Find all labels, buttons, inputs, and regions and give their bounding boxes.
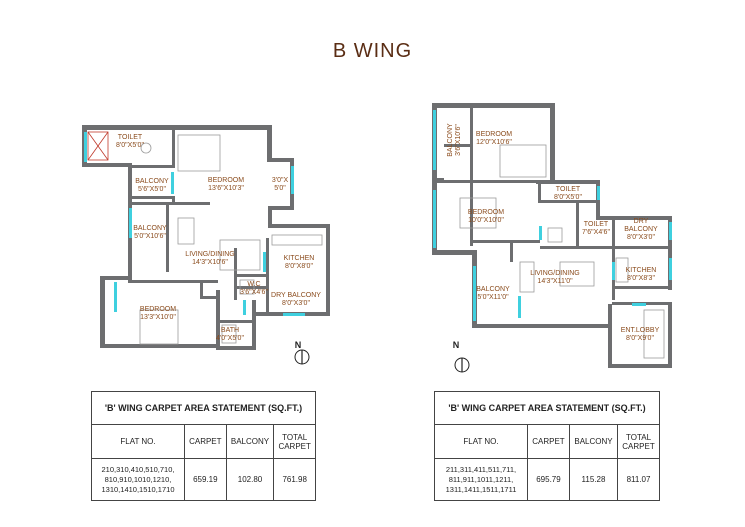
- carpet-area-table-left: 'B' WING CARPET AREA STATEMENT (SQ.FT.) …: [91, 391, 316, 501]
- bedroom-label: BEDROOM: [208, 177, 244, 184]
- balcony-value: 102.80: [225, 458, 275, 501]
- col-balcony: BALCONY: [568, 424, 619, 459]
- flat-numbers: 211,311,411,511,711,811,911,1011,1211,13…: [434, 458, 528, 501]
- right-room-labels: BALCONY 3'6"X10'6" BEDROOM 12'0"X10'6" B…: [447, 123, 660, 342]
- toilet-size: 7'6"X4'6": [582, 229, 610, 236]
- north-label: N: [453, 340, 460, 350]
- shaft-size: 5'0": [274, 185, 286, 192]
- col-balcony: BALCONY: [225, 424, 275, 459]
- north-arrow-icon: N: [453, 340, 470, 373]
- bedroom-label: BEDROOM: [468, 209, 504, 216]
- balcony-size: 5'0"X11'0": [477, 294, 509, 301]
- bedroom-size: 10'0"X10'0": [468, 217, 504, 224]
- total-value: 811.07: [617, 458, 660, 501]
- carpet-area-table-right: 'B' WING CARPET AREA STATEMENT (SQ.FT.) …: [434, 391, 660, 501]
- col-carpet: CARPET: [184, 424, 227, 459]
- balcony-label: BALCONY: [447, 123, 454, 157]
- bedroom-size: 13'6"X10'3": [208, 185, 244, 192]
- flat-numbers-line-2: 811,911,1011,1211,: [448, 474, 514, 484]
- kitchen-label: KITCHEN: [284, 255, 315, 262]
- ent-lobby-label: ENT.LOBBY: [621, 327, 660, 334]
- col-total-line-1: TOTAL: [282, 432, 308, 442]
- carpet-value: 659.19: [184, 458, 227, 501]
- col-carpet: CARPET: [527, 424, 570, 459]
- bath-label: BATH: [221, 327, 239, 334]
- north-label: N: [295, 340, 302, 350]
- living-dining-label: LIVING/DINING: [185, 251, 234, 258]
- left-windows: [84, 132, 305, 316]
- right-fixtures: [459, 144, 665, 359]
- living-dining-label: LIVING/DINING: [530, 270, 579, 277]
- wc-label: W.C: [247, 281, 260, 288]
- bedroom-label: BEDROOM: [140, 306, 176, 313]
- kitchen-size: 8'0"X8'3": [627, 275, 655, 282]
- balcony-label: BALCONY: [476, 286, 510, 293]
- dry-balcony-size: 8'0"X3'0": [627, 234, 655, 241]
- carpet-value: 695.79: [527, 458, 570, 501]
- toilet-label: TOILET: [584, 221, 609, 228]
- flat-numbers-line-3: 1310,1410,1510,1710: [101, 484, 175, 494]
- dry-balcony-size: 8'0"X3'0": [282, 300, 310, 307]
- flat-numbers-line-1: 210,310,410,510,710,: [101, 464, 175, 474]
- dry-balcony-label-2: BALCONY: [624, 226, 658, 233]
- living-dining-size: 14'3"X10'6": [192, 259, 228, 266]
- flat-numbers-line-3: 1311,1411,1511,1711: [445, 484, 517, 494]
- col-total-line-1: TOTAL: [625, 432, 652, 442]
- flat-numbers-line-2: 810,910,1010,1210,: [104, 474, 172, 484]
- living-dining-size: 14'3"X11'0": [537, 278, 573, 285]
- left-room-labels: TOILET 8'0"X5'0" BALCONY 5'6"X5'0" BEDRO…: [116, 134, 321, 342]
- col-total-line-2: CARPET: [622, 441, 655, 451]
- left-fixtures: [87, 131, 323, 345]
- toilet-size: 8'0"X5'0": [116, 142, 144, 149]
- balcony-size: 3'6"X10'6": [455, 124, 462, 156]
- toilet-size: 8'0"X5'0": [554, 194, 582, 201]
- page-title: B WING: [332, 40, 413, 62]
- balcony-label: BALCONY: [135, 178, 169, 185]
- shaft-label: 3'0"X: [272, 177, 289, 184]
- table-heading: 'B' WING CARPET AREA STATEMENT (SQ.FT.): [91, 391, 316, 425]
- col-flat-no: FLAT NO.: [91, 424, 185, 459]
- north-arrow-icon: N: [294, 340, 310, 365]
- balcony-value: 115.28: [568, 458, 619, 501]
- balcony-size: 5'6"X5'0": [138, 186, 166, 193]
- table-heading: 'B' WING CARPET AREA STATEMENT (SQ.FT.): [434, 391, 660, 425]
- balcony-size: 5'0"X10'6": [134, 233, 166, 240]
- kitchen-size: 8'0"X8'0": [285, 263, 313, 270]
- col-flat-no: FLAT NO.: [434, 424, 528, 459]
- left-floor-plan: [82, 125, 330, 350]
- wc-size: 3'6"X4'6": [240, 289, 268, 296]
- col-total-line-2: CARPET: [278, 441, 311, 451]
- toilet-label: TOILET: [118, 134, 143, 141]
- toilet-label: TOILET: [556, 186, 581, 193]
- bedroom-size: 13'3"X10'0": [140, 314, 176, 321]
- right-windows: [433, 110, 672, 321]
- kitchen-label: KITCHEN: [626, 267, 657, 274]
- flat-numbers: 210,310,410,510,710,810,910,1010,1210,13…: [91, 458, 185, 501]
- flat-numbers-line-1: 211,311,411,511,711,: [445, 464, 517, 474]
- balcony-label: BALCONY: [133, 225, 167, 232]
- bedroom-label: BEDROOM: [476, 131, 512, 138]
- dry-balcony-label: DRY: [634, 218, 649, 225]
- bedroom-size: 12'0"X10'6": [476, 139, 512, 146]
- dry-balcony-label: DRY BALCONY: [271, 292, 321, 299]
- bath-size: 4'0"X5'0": [216, 335, 244, 342]
- ent-lobby-size: 8'0"X9'0": [626, 335, 654, 342]
- total-value: 761.98: [273, 458, 316, 501]
